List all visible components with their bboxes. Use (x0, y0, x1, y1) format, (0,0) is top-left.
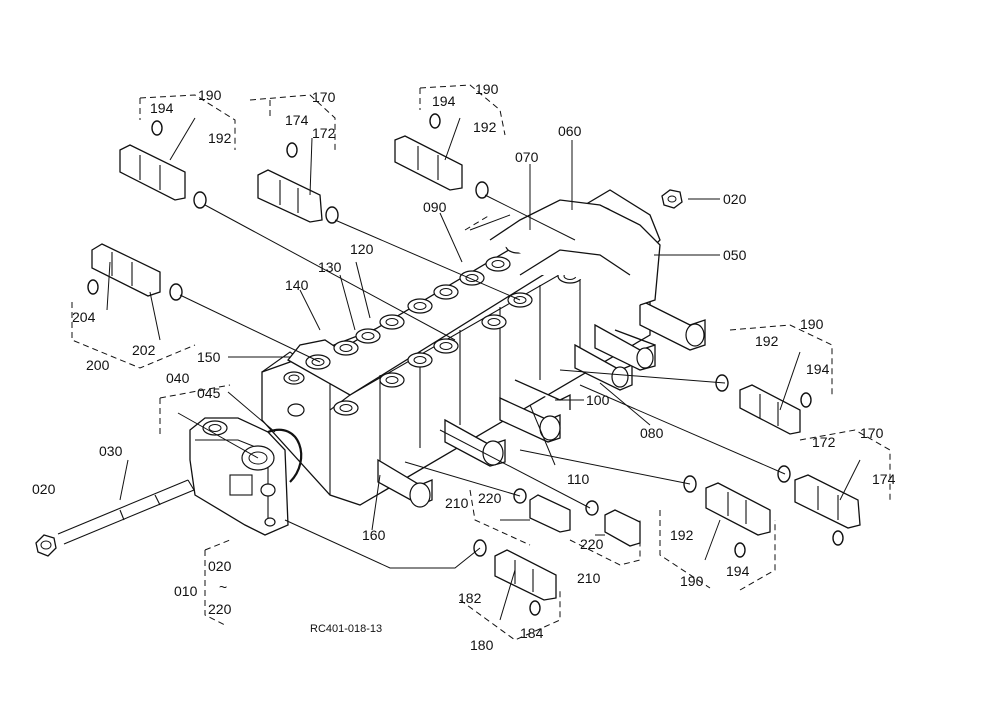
label-070: 070 (515, 149, 539, 165)
label-050: 050 (723, 247, 747, 263)
label-172: 172 (312, 125, 336, 141)
label-170: 170 (312, 89, 336, 105)
label-194: 194 (150, 100, 174, 116)
label-220: 220 (478, 490, 502, 506)
label-194: 194 (432, 93, 456, 109)
nut-020-right (661, 189, 683, 209)
relief-valve-190-top-left (119, 120, 207, 209)
label-192: 192 (208, 130, 232, 146)
group-brackets (71, 84, 891, 641)
label-170: 170 (860, 425, 884, 441)
label-020: 020 (32, 481, 56, 497)
label-040: 040 (166, 370, 190, 386)
relief-valve-190-right-upper (715, 374, 812, 435)
label-202: 202 (132, 342, 156, 358)
label-010: 010 (174, 583, 198, 599)
label-190: 190 (198, 87, 222, 103)
label-192: 192 (755, 333, 779, 349)
label-204: 204 (72, 309, 96, 325)
label-140: 140 (285, 277, 309, 293)
label-120: 120 (350, 241, 374, 257)
label-020: 020 (723, 191, 747, 207)
label-tilde: ~ (219, 579, 227, 595)
label-210: 210 (445, 495, 469, 511)
label-184: 184 (520, 625, 544, 641)
o-ring-045 (267, 428, 303, 483)
label-220: 220 (580, 536, 604, 552)
part-labels: 194 190 192 170 174 172 194 190 192 060 … (32, 81, 896, 653)
label-080: 080 (640, 425, 664, 441)
relief-valve-200-left (87, 243, 183, 301)
inlet-section (189, 417, 289, 536)
label-045: 045 (197, 385, 221, 401)
label-192: 192 (670, 527, 694, 543)
tie-bolt-030 (57, 479, 195, 545)
label-174: 174 (285, 112, 309, 128)
label-020: 020 (208, 558, 232, 574)
label-174: 174 (872, 471, 896, 487)
label-172: 172 (812, 434, 836, 450)
label-030: 030 (99, 443, 123, 459)
label-150: 150 (197, 349, 221, 365)
plug-210-right (585, 500, 641, 547)
label-190: 190 (800, 316, 824, 332)
label-130: 130 (318, 259, 342, 275)
label-194: 194 (726, 563, 750, 579)
relief-valve-190-right-lower (683, 475, 771, 558)
relief-valve-170-right (777, 465, 861, 546)
label-090: 090 (423, 199, 447, 215)
label-160: 160 (362, 527, 386, 543)
control-valve-body (261, 189, 706, 508)
label-220: 220 (208, 601, 232, 617)
plug-210-left (513, 488, 571, 533)
relief-valve-180-bottom (473, 539, 557, 616)
label-190: 190 (680, 573, 704, 589)
relief-valve-170-top (257, 142, 339, 224)
label-110: 110 (567, 471, 590, 487)
label-210: 210 (577, 570, 601, 586)
label-194: 194 (806, 361, 830, 377)
label-180: 180 (470, 637, 494, 653)
spool-housings (377, 298, 706, 508)
label-192: 192 (473, 119, 497, 135)
label-190: 190 (475, 81, 499, 97)
label-182: 182 (458, 590, 482, 606)
relief-valve-190-top-center (394, 113, 489, 199)
label-060: 060 (558, 123, 582, 139)
leader-lines (106, 117, 861, 621)
label-100: 100 (586, 392, 610, 408)
label-200: 200 (86, 357, 110, 373)
drawing-code: RC401-018-13 (310, 623, 382, 635)
nut-020-left (35, 534, 57, 557)
